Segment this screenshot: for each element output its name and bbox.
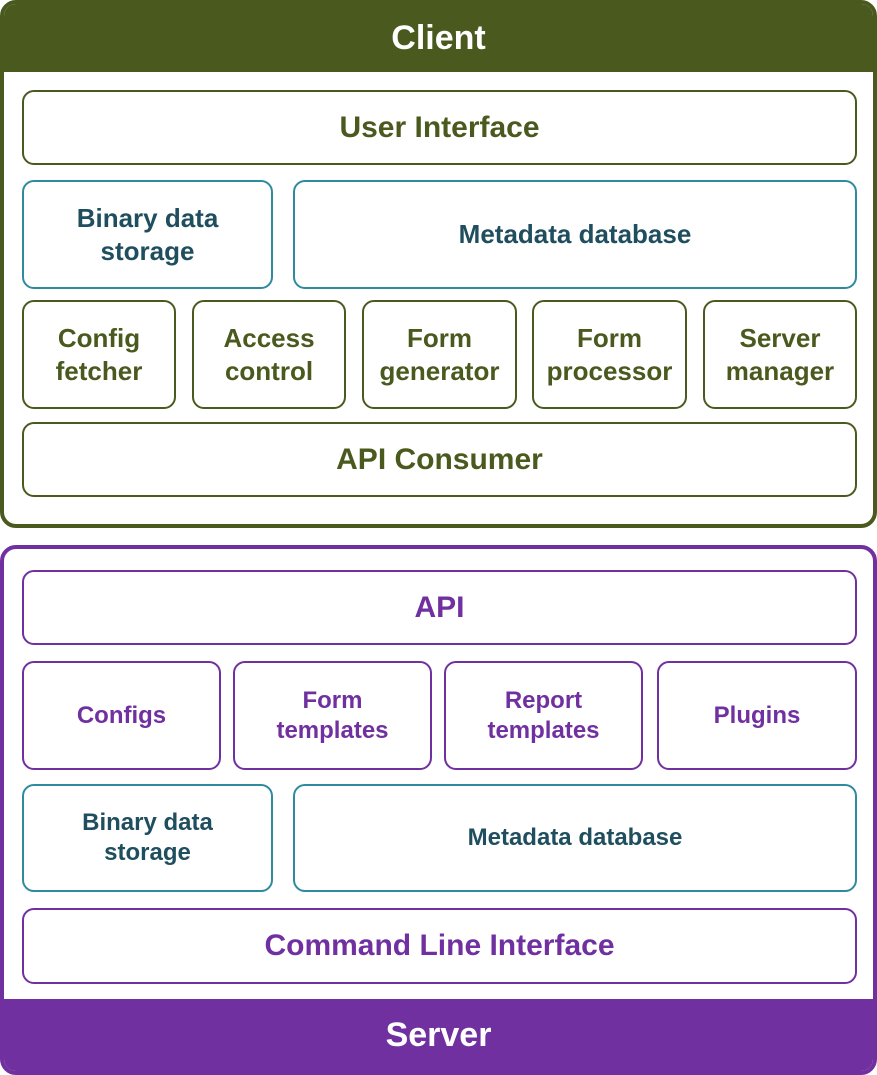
client-binary-data-storage: Binary data storage — [22, 180, 273, 289]
server-form-templates: Form templates — [233, 661, 432, 770]
client-api-consumer: API Consumer — [22, 422, 857, 497]
server-report-templates: Report templates — [444, 661, 643, 770]
client-user-interface: User Interface — [22, 90, 857, 165]
client-config-fetcher: Config fetcher — [22, 300, 176, 409]
server-configs: Configs — [22, 661, 221, 770]
client-form-processor: Form processor — [532, 300, 687, 409]
client-title: Client — [4, 4, 873, 72]
server-title: Server — [4, 999, 873, 1071]
server-metadata-database: Metadata database — [293, 784, 857, 892]
client-metadata-database: Metadata database — [293, 180, 857, 289]
client-server-manager: Server manager — [703, 300, 857, 409]
server-plugins: Plugins — [657, 661, 857, 770]
client-form-generator: Form generator — [362, 300, 517, 409]
client-access-control: Access control — [192, 300, 346, 409]
server-api: API — [22, 570, 857, 645]
server-command-line-interface: Command Line Interface — [22, 908, 857, 984]
server-binary-data-storage: Binary data storage — [22, 784, 273, 892]
